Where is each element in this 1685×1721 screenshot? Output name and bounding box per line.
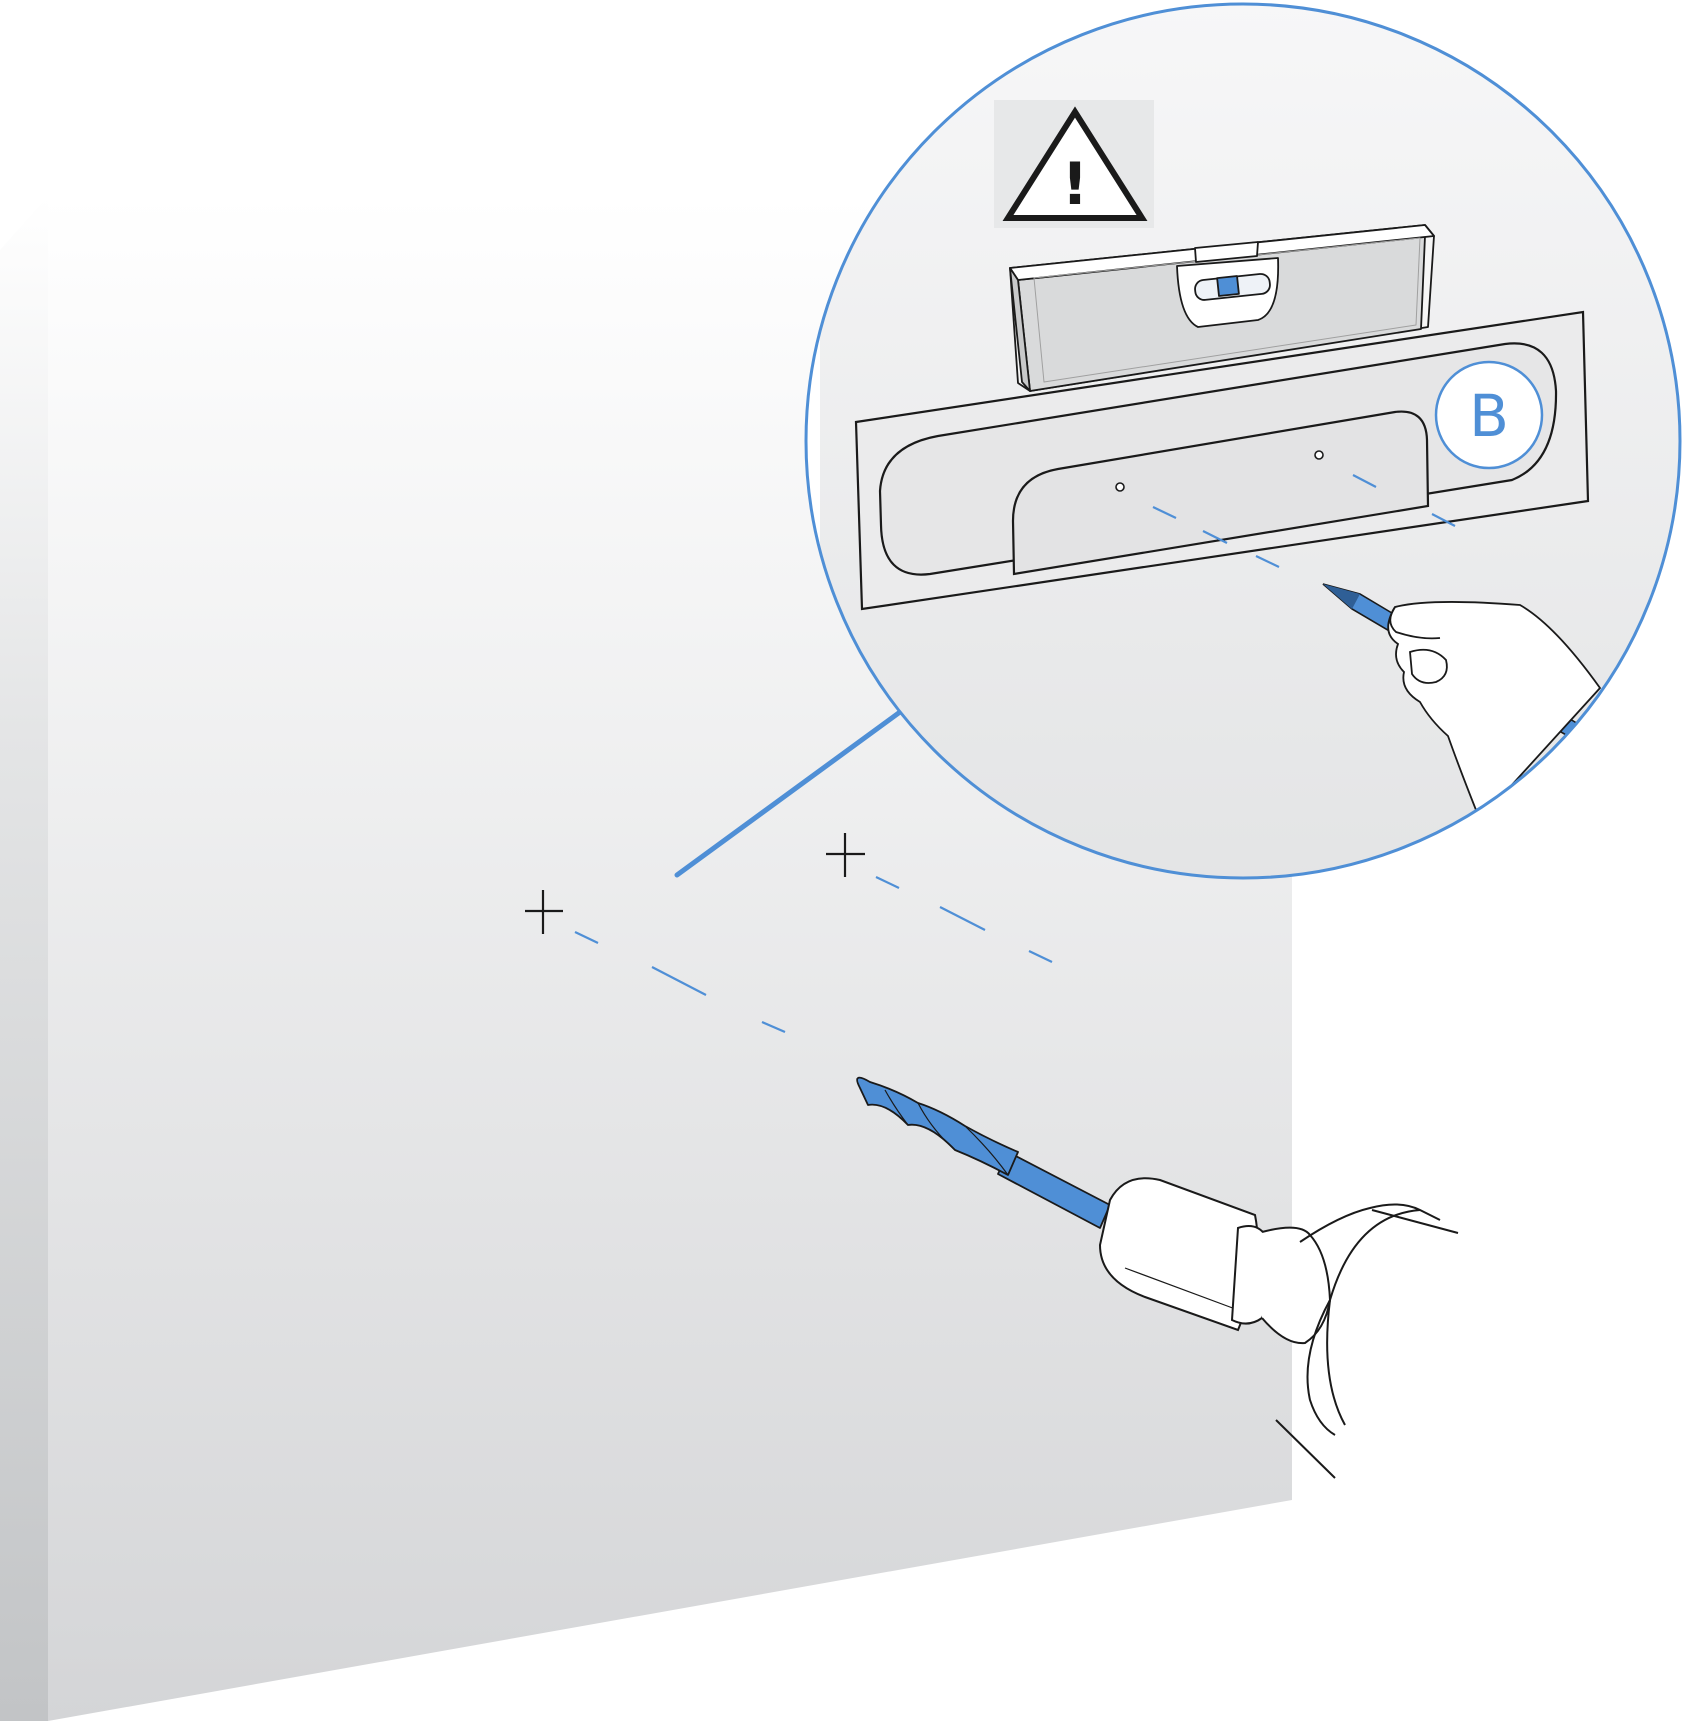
drill-mark-right (826, 833, 865, 877)
level-guide-line (574, 876, 1053, 1034)
zoom-callout: ! (804, 2, 1682, 880)
wall-edge (0, 196, 48, 1721)
spirit-level-icon (1009, 224, 1435, 392)
wall-markings (525, 833, 1053, 1034)
drill-icon (1098, 1177, 1459, 1479)
zoom-callout-frame (804, 2, 1682, 880)
step-badge-label: B (1469, 382, 1509, 450)
callout-connector (674, 709, 903, 878)
template-guide-line (1152, 474, 1456, 568)
warning-icon: ! (994, 100, 1154, 228)
drill-mark-left (525, 890, 563, 934)
step-badge: B (1434, 360, 1544, 470)
warning-symbol: ! (1062, 150, 1088, 218)
mounting-template (854, 310, 1590, 611)
drill-bit-icon (856, 1076, 1111, 1229)
hand-icon (1387, 601, 1602, 822)
